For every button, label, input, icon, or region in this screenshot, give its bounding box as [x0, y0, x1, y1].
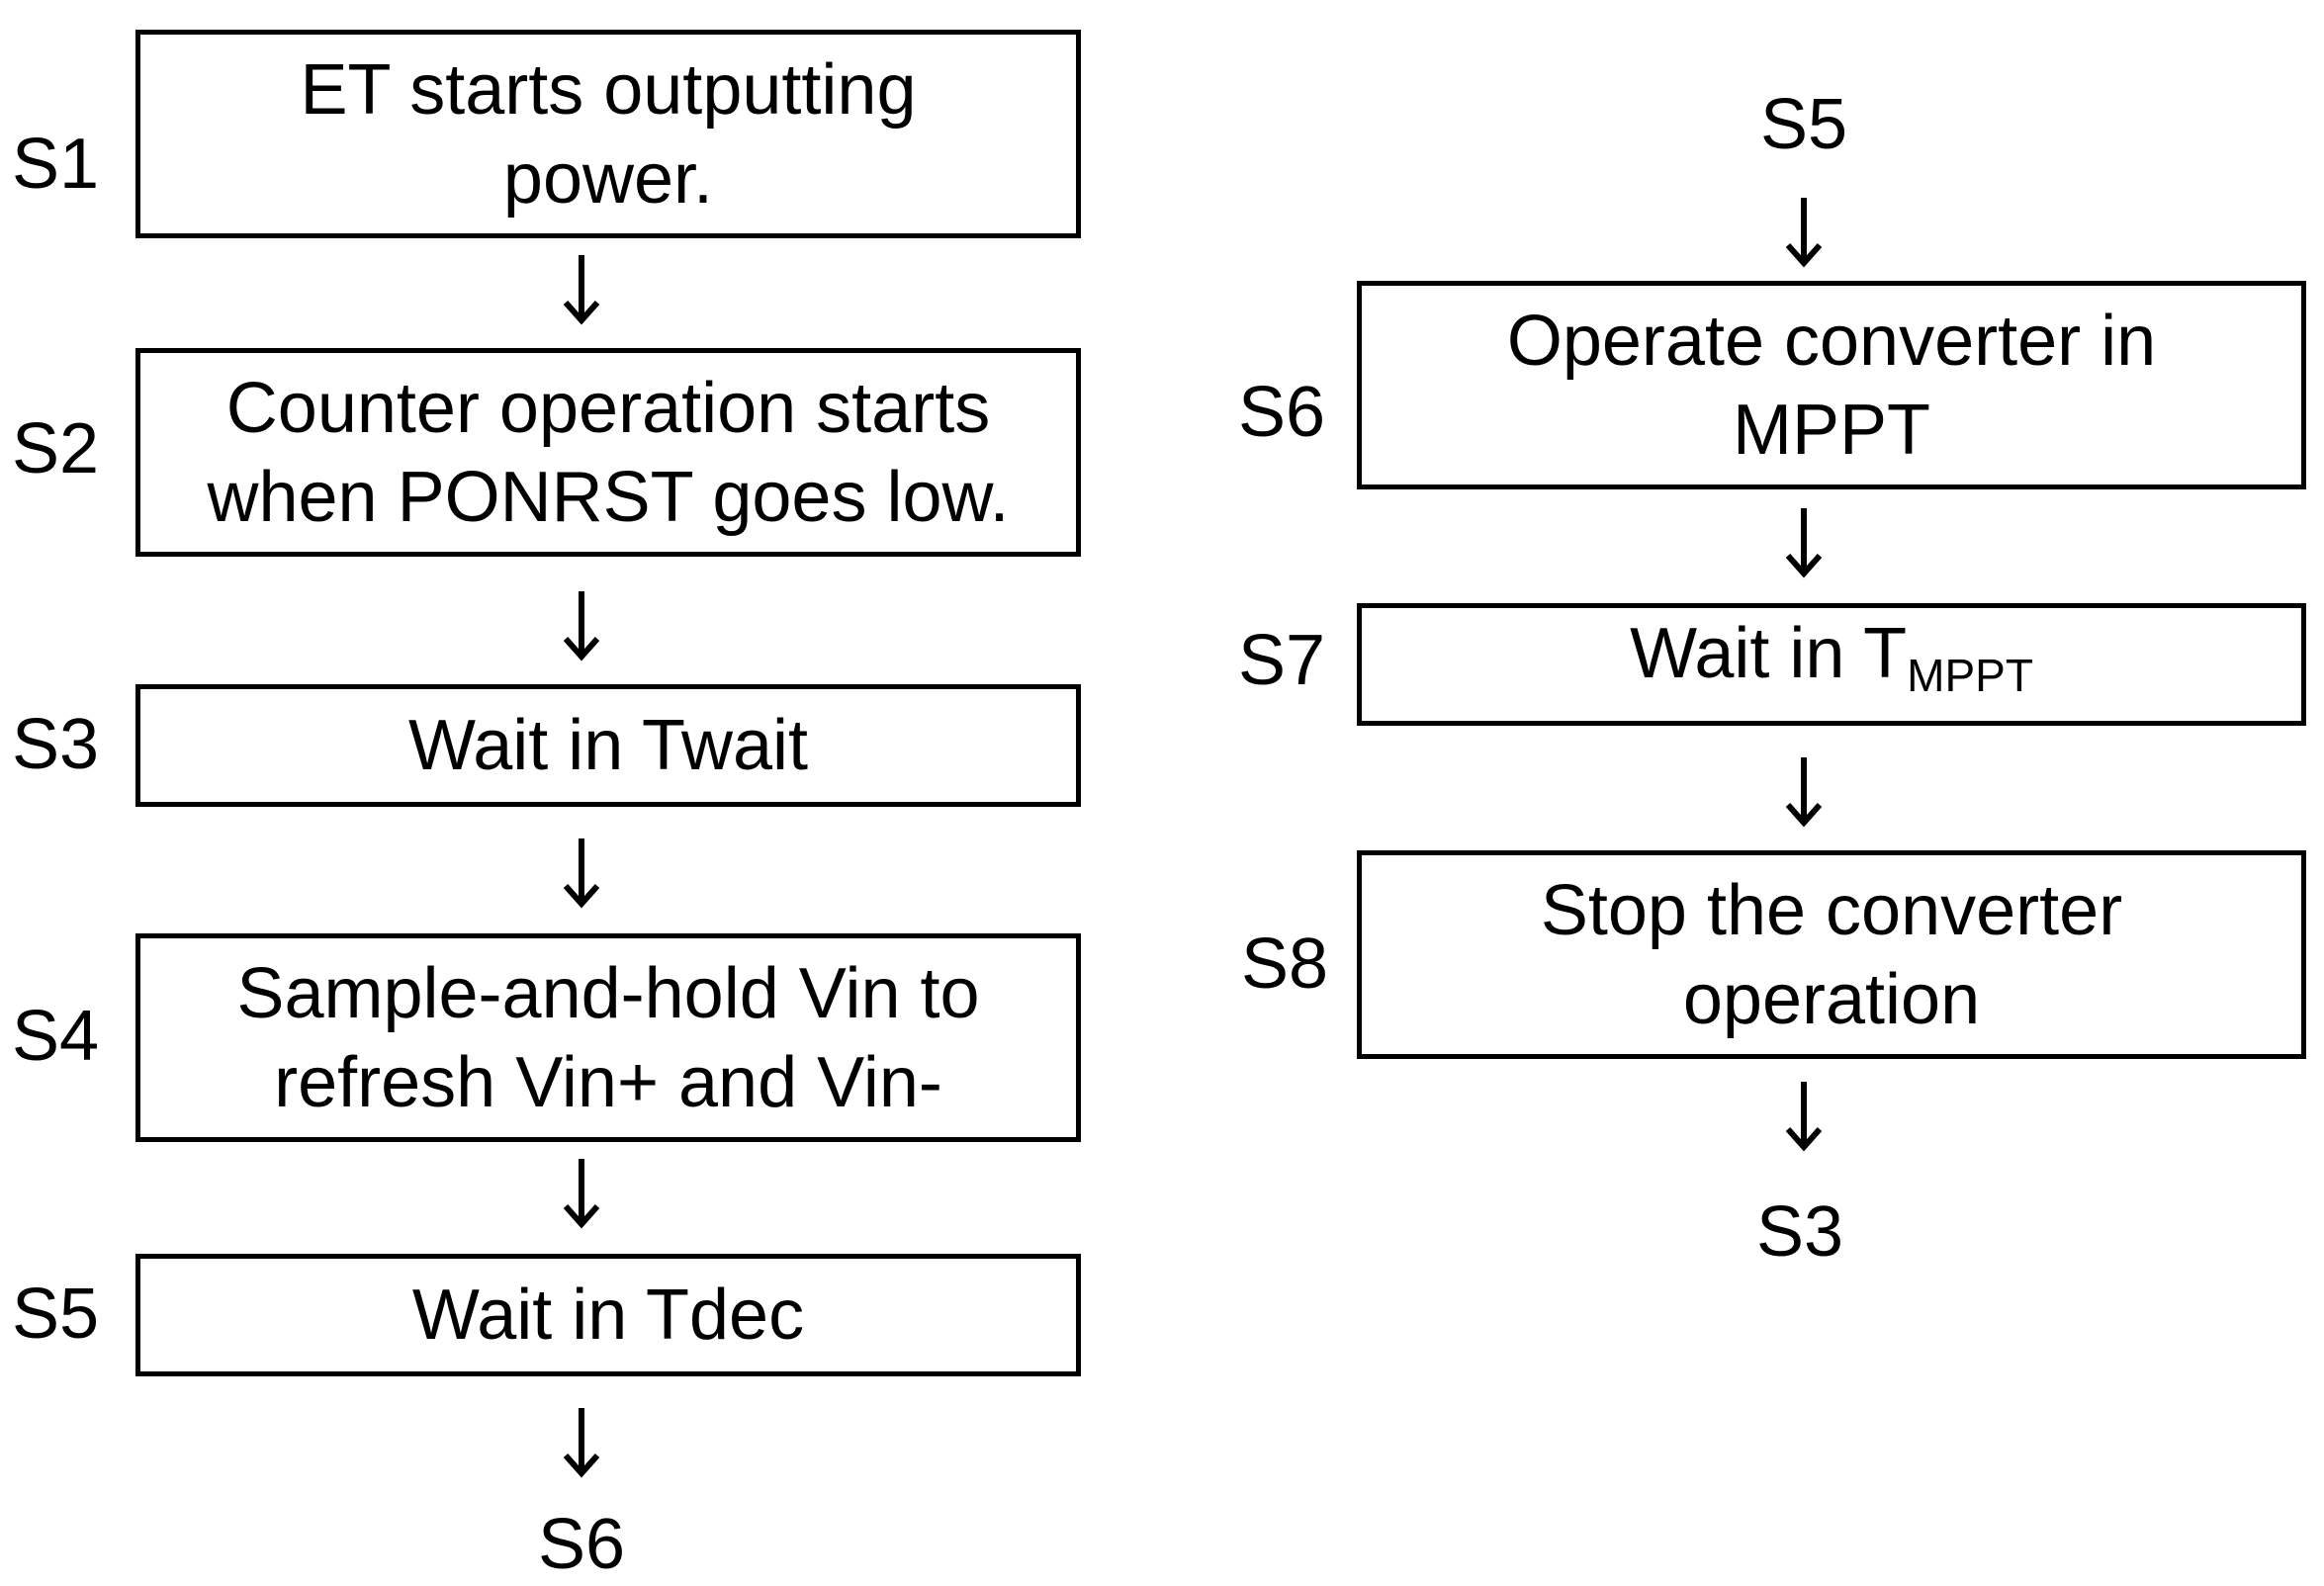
arrow-icon	[563, 255, 600, 325]
end-label-left: S6	[537, 1505, 626, 1584]
step-id-s2: S2	[12, 409, 100, 488]
step-text-s7-subscript: MPPT	[1907, 650, 2033, 701]
step-box-s6: Operate converter in MPPT	[1357, 281, 2306, 489]
start-label-right: S5	[1759, 85, 1848, 164]
step-text-s4: Sample-and-hold Vin to refresh Vin+ and …	[236, 953, 980, 1122]
arrow-icon	[563, 1408, 600, 1478]
step-box-s1: ET starts outputting power.	[135, 30, 1081, 238]
arrow-icon	[563, 838, 600, 909]
step-box-s5: Wait in Tdec	[135, 1254, 1081, 1376]
step-text-s2: Counter operation starts when PONRST goe…	[207, 368, 1010, 537]
arrow-icon	[1785, 508, 1823, 578]
arrow-icon	[1785, 1082, 1823, 1152]
end-label-right: S3	[1755, 1192, 1844, 1272]
step-box-s4: Sample-and-hold Vin to refresh Vin+ and …	[135, 933, 1081, 1142]
step-id-s6: S6	[1238, 373, 1326, 452]
step-box-s8: Stop the converter operation	[1357, 850, 2306, 1059]
step-text-s3: Wait in Twait	[407, 706, 809, 785]
step-id-s5: S5	[12, 1275, 100, 1354]
step-text-s7: Wait in TMPPT	[1630, 609, 2033, 720]
step-text-s1: ET starts outputting power.	[300, 49, 917, 219]
arrow-icon	[1785, 198, 1823, 268]
arrow-icon	[563, 591, 600, 661]
step-id-s1: S1	[12, 125, 100, 204]
step-text-s7-main: Wait in T	[1630, 614, 1908, 693]
step-id-s8: S8	[1241, 925, 1329, 1004]
step-box-s3: Wait in Twait	[135, 684, 1081, 807]
arrow-icon	[1785, 757, 1823, 828]
step-text-s6: Operate converter in MPPT	[1506, 301, 2157, 470]
step-text-s8: Stop the converter operation	[1540, 870, 2123, 1039]
step-id-s4: S4	[12, 997, 100, 1076]
arrow-icon	[563, 1159, 600, 1229]
step-id-s7: S7	[1238, 621, 1326, 700]
step-text-s5: Wait in Tdec	[411, 1276, 805, 1355]
step-id-s3: S3	[12, 705, 100, 784]
step-box-s2: Counter operation starts when PONRST goe…	[135, 348, 1081, 557]
step-box-s7: Wait in TMPPT	[1357, 603, 2306, 726]
